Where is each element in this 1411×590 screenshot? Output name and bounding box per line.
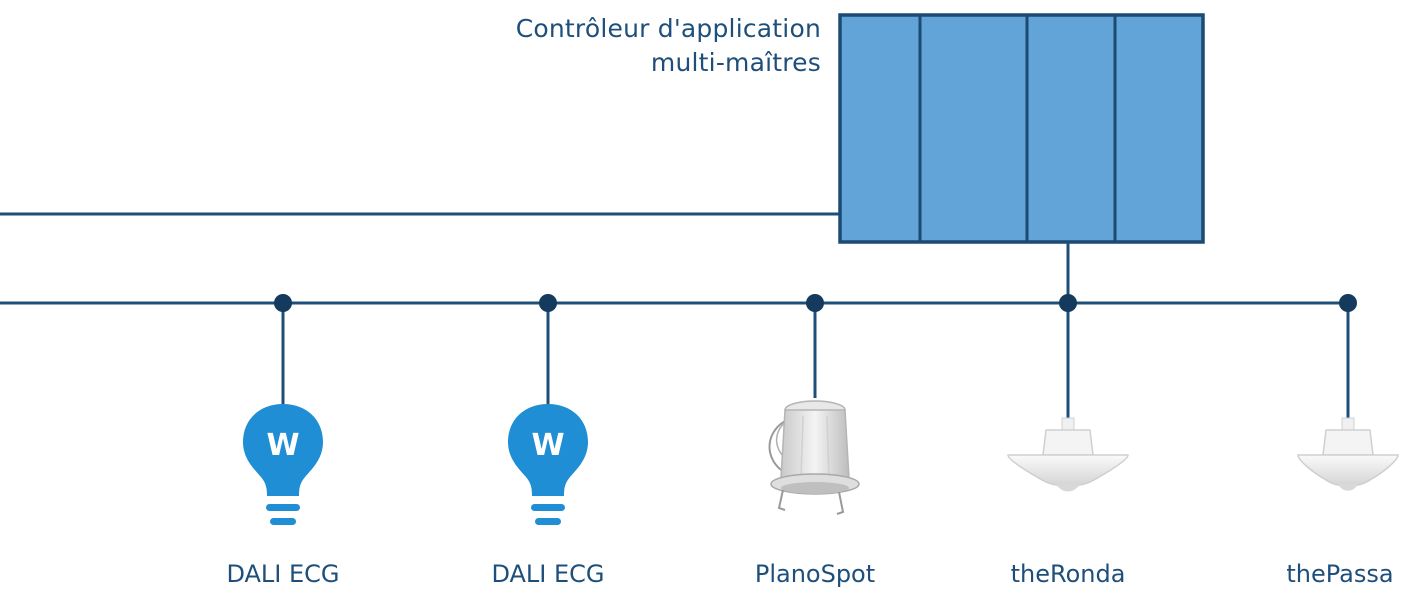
device-label-theronda: theRonda (1010, 560, 1126, 588)
device-label-dali-ecg-2: DALI ECG (491, 560, 605, 588)
bus-node (539, 294, 557, 312)
bulb-badge-text: W (531, 428, 564, 463)
controller-box (838, 13, 1205, 244)
bus-node (1059, 294, 1077, 312)
bus-node (1339, 294, 1357, 312)
controller-title-line1: Contrôleur d'application (515, 14, 821, 43)
presence-detector-icon (768, 400, 860, 515)
device-label-planospot: PlanoSpot (754, 560, 876, 588)
application-controller (838, 13, 1205, 244)
ceiling-sensor-icon (1297, 417, 1399, 491)
device-label-dali-ecg-1: DALI ECG (226, 560, 340, 588)
ceiling-sensor-icon (1007, 417, 1129, 492)
bus-node (806, 294, 824, 312)
lightbulb-icon: W (243, 404, 323, 525)
controller-title: Contrôleur d'application multi-maîtres (516, 12, 821, 80)
controller-title-line2: multi-maîtres (650, 48, 821, 77)
bus-node (274, 294, 292, 312)
lightbulb-icon: W (508, 404, 588, 525)
device-label-thepassa: thePassa (1286, 560, 1394, 588)
bulb-badge-text: W (266, 428, 299, 463)
